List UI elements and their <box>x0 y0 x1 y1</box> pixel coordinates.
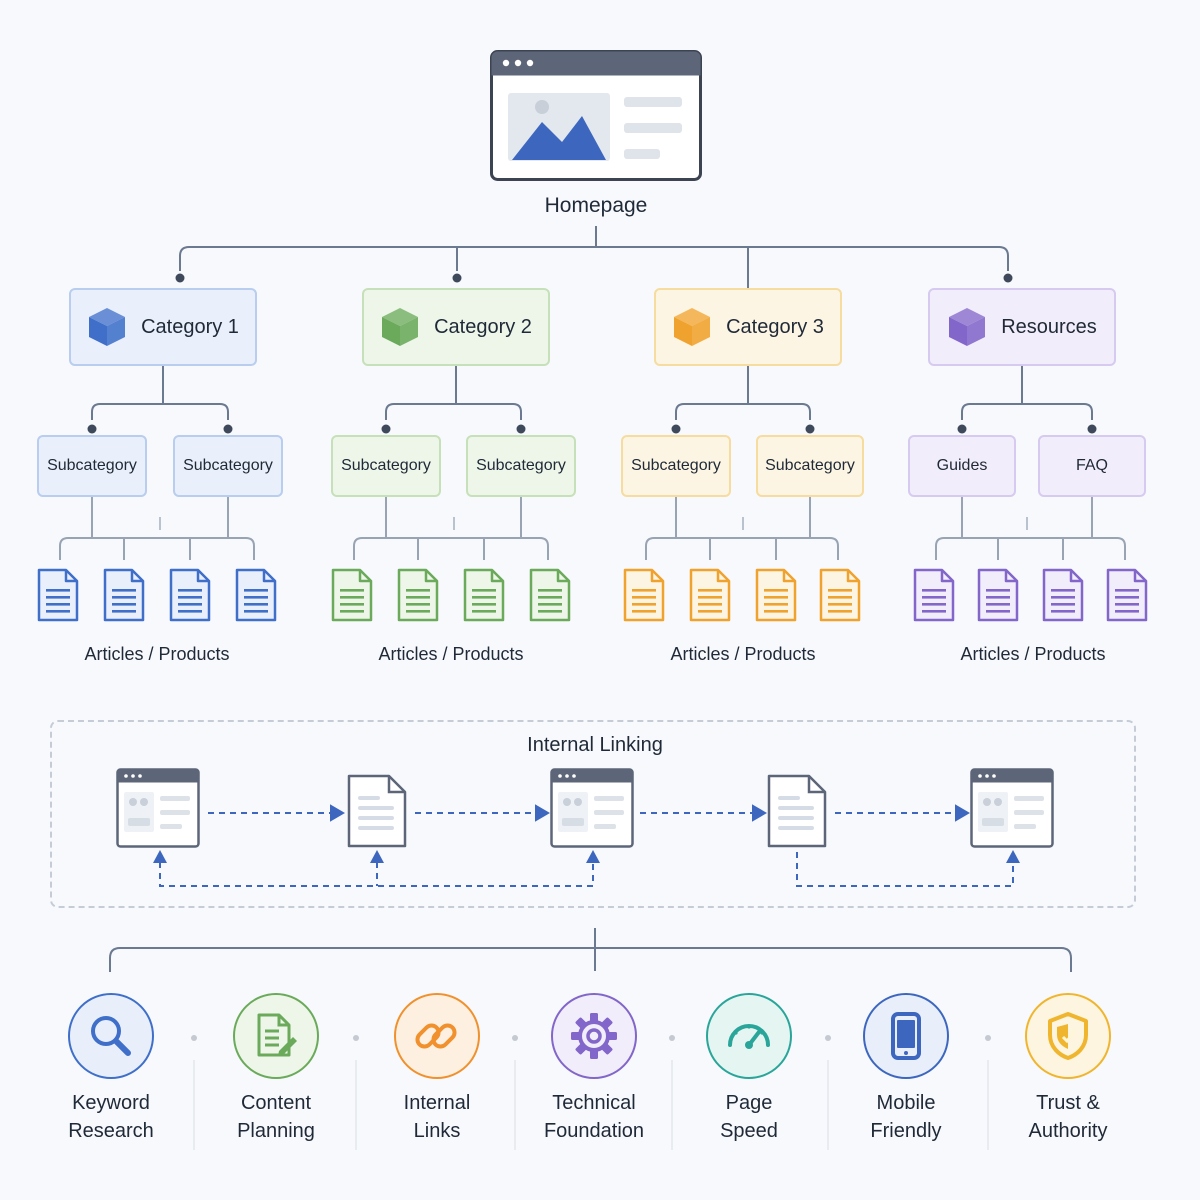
feature-label-line: Mobile <box>876 1092 936 1114</box>
document-icon <box>168 567 212 623</box>
document-icon <box>754 567 798 623</box>
internal-linking-title: Internal Linking <box>527 734 663 756</box>
browser-page-icon <box>970 768 1054 848</box>
category-box-3[interactable]: Category 3 <box>654 288 842 366</box>
document-icon <box>102 567 146 623</box>
subcategory-box[interactable]: FAQ <box>1038 435 1146 497</box>
document-icon <box>622 567 666 623</box>
subcategory-box[interactable]: Guides <box>908 435 1016 497</box>
category-box-2[interactable]: Category 2 <box>362 288 550 366</box>
feature-label-line: Links <box>413 1120 461 1142</box>
homepage-browser-icon <box>490 50 702 181</box>
gear-icon <box>571 1013 617 1059</box>
document-icon <box>976 567 1020 623</box>
feature-label-line: Internal <box>403 1092 471 1114</box>
document-icon <box>767 774 827 848</box>
category-box-1[interactable]: Category 1 <box>69 288 257 366</box>
category-box-4[interactable]: Resources <box>928 288 1116 366</box>
feature-icon-circle <box>706 993 792 1079</box>
shield-icon <box>1048 1012 1088 1060</box>
articles-products-label: Articles / Products <box>84 644 230 664</box>
browser-page-icon <box>116 768 200 848</box>
search-icon <box>91 1016 131 1056</box>
document-icon <box>347 774 407 848</box>
category-label: Category 2 <box>434 315 532 338</box>
articles-products-label: Articles / Products <box>670 644 816 664</box>
feature-label-line: Page <box>725 1092 773 1114</box>
feature-label-line: Planning <box>237 1120 315 1142</box>
subcategory-box[interactable]: Subcategory <box>173 435 283 497</box>
internal-linking-panel <box>50 720 1136 908</box>
document-edit-icon <box>257 1013 297 1057</box>
separator-dot <box>985 1035 991 1041</box>
cube-icon <box>89 308 126 346</box>
link-icon <box>415 1023 457 1049</box>
speedometer-icon <box>728 1024 770 1049</box>
smartphone-icon <box>891 1012 921 1060</box>
feature-icon-circle <box>68 993 154 1079</box>
feature-label-line: Research <box>68 1120 154 1142</box>
document-icon <box>1105 567 1149 623</box>
document-icon <box>462 567 506 623</box>
document-icon <box>396 567 440 623</box>
separator-dot <box>353 1035 359 1041</box>
feature-label-line: Friendly <box>870 1120 942 1142</box>
feature-icon-circle <box>1025 993 1111 1079</box>
subcategory-box[interactable]: Subcategory <box>466 435 576 497</box>
document-icon <box>330 567 374 623</box>
document-icon <box>234 567 278 623</box>
separator-dot <box>512 1035 518 1041</box>
subcategory-box[interactable]: Subcategory <box>37 435 147 497</box>
category-label: Resources <box>1001 315 1097 338</box>
feature-label-line: Speed <box>720 1120 778 1142</box>
subcategory-box[interactable]: Subcategory <box>621 435 731 497</box>
document-icon <box>688 567 732 623</box>
feature-label: Trust & Authority <box>993 1089 1143 1145</box>
category-label: Category 1 <box>141 315 239 338</box>
feature-shield: Trust & Authority <box>993 993 1143 1145</box>
cube-icon <box>382 308 419 346</box>
feature-icon-circle <box>863 993 949 1079</box>
cube-icon <box>949 308 986 346</box>
separator-dot <box>191 1035 197 1041</box>
document-icon <box>1041 567 1085 623</box>
subcategory-box[interactable]: Subcategory <box>331 435 441 497</box>
feature-icon-circle <box>551 993 637 1079</box>
feature-label-line: Authority <box>1028 1120 1108 1142</box>
feature-icon-circle <box>394 993 480 1079</box>
articles-products-label: Articles / Products <box>378 644 524 664</box>
cube-icon <box>674 308 711 346</box>
feature-label-line: Content <box>240 1092 312 1114</box>
document-icon <box>36 567 80 623</box>
feature-label-line: Keyword <box>72 1092 150 1114</box>
articles-products-label: Articles / Products <box>960 644 1106 664</box>
document-icon <box>818 567 862 623</box>
subcategory-box[interactable]: Subcategory <box>756 435 864 497</box>
feature-icon-circle <box>233 993 319 1079</box>
homepage-label: Homepage <box>544 194 648 217</box>
feature-label-line: Technical <box>552 1092 636 1114</box>
browser-page-icon <box>550 768 634 848</box>
feature-label-line: Foundation <box>543 1120 645 1142</box>
document-icon <box>528 567 572 623</box>
category-label: Category 3 <box>726 315 824 338</box>
document-icon <box>912 567 956 623</box>
feature-label-line: Trust & <box>1036 1092 1100 1114</box>
separator-dot <box>669 1035 675 1041</box>
separator-dot <box>825 1035 831 1041</box>
